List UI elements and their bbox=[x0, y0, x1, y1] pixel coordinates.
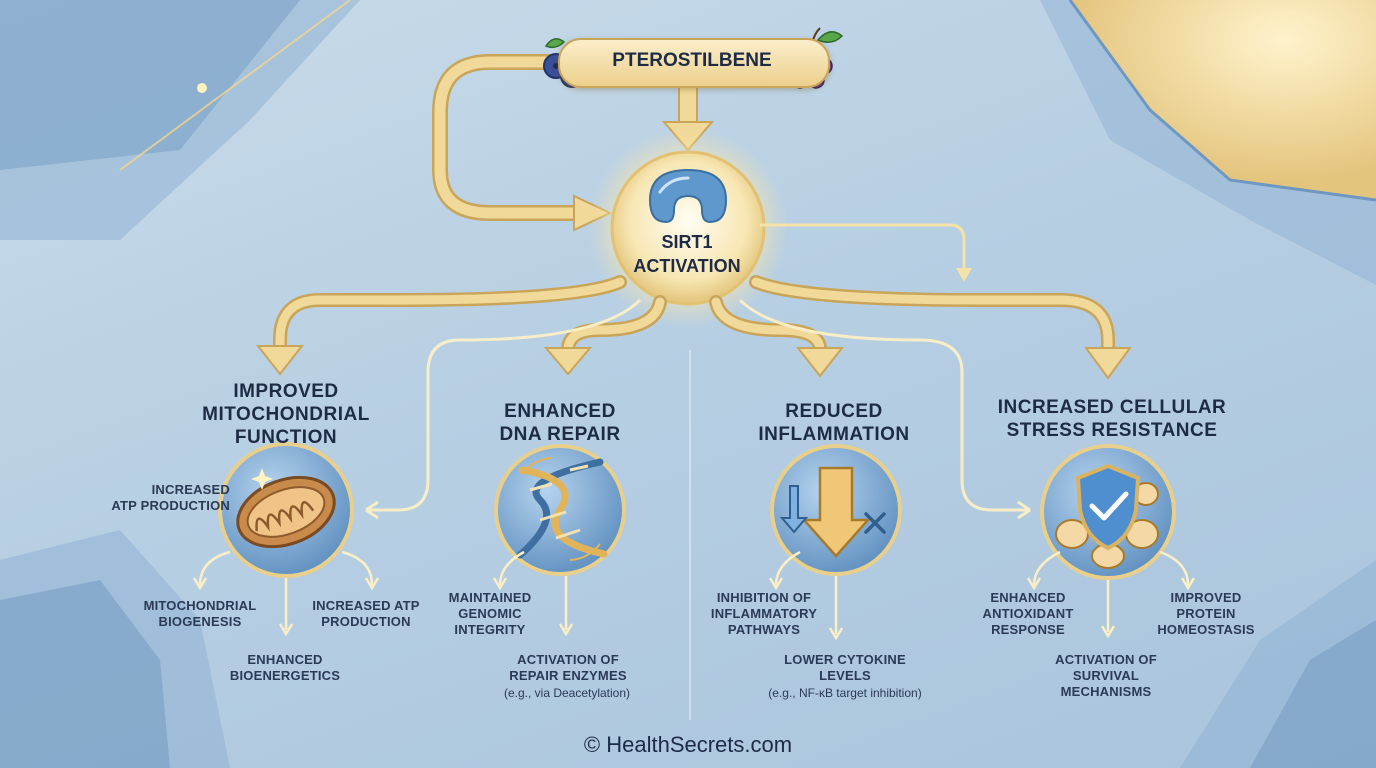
outcome-mito-2: MITOCHONDRIAL BIOGENESIS bbox=[143, 598, 257, 629]
outcome-mito-1: INCREASED ATP PRODUCTION bbox=[111, 482, 230, 513]
outcome-dna-2: ACTIVATION OF REPAIR ENZYMES bbox=[509, 652, 627, 683]
outcome-inflam-2: LOWER CYTOKINE LEVELS bbox=[784, 652, 906, 683]
title-pill bbox=[558, 38, 830, 88]
sirt1-label: SIRT1 ACTIVATION bbox=[633, 232, 741, 276]
outcome-dna-1: MAINTAINED GENOMIC INTEGRITY bbox=[448, 590, 532, 637]
branch-icon-inflammation bbox=[770, 444, 902, 576]
branch-icon-dna bbox=[494, 444, 626, 576]
branch-icon-stress-resistance bbox=[1040, 444, 1176, 580]
copyright-footer: © HealthSecrets.com bbox=[583, 732, 793, 757]
outcome-inflam-1: INHIBITION OF INFLAMMATORY PATHWAYS bbox=[710, 590, 818, 637]
outcome-mito-4: ENHANCED BIOENERGETICS bbox=[229, 652, 341, 683]
branch-heading-stress-resistance: INCREASED CELLULAR STRESS RESISTANCE bbox=[997, 397, 1227, 441]
outcome-arrows bbox=[192, 550, 1196, 641]
sirt1-protein-icon bbox=[648, 168, 728, 224]
outcome-stress-1: ENHANCED ANTIOXIDANT RESPONSE bbox=[982, 590, 1074, 637]
branch-icon-mitochondria bbox=[218, 442, 354, 578]
note-dna: (e.g., via Deacetylation) bbox=[503, 686, 631, 700]
title: PTEROSTILBENE bbox=[612, 50, 772, 71]
note-inflammation: (e.g., NF-κB target inhibition) bbox=[768, 686, 922, 700]
branch-heading-inflammation: REDUCED INFLAMMATION bbox=[758, 401, 910, 445]
outcome-mito-3: INCREASED ATP PRODUCTION bbox=[312, 598, 420, 629]
branch-heading-mitochondria: IMPROVED MITOCHONDRIAL FUNCTION bbox=[202, 381, 370, 448]
sirt1-node bbox=[588, 128, 788, 328]
glow-connectors bbox=[365, 298, 1031, 520]
branch-heading-dna-repair: ENHANCED DNA REPAIR bbox=[499, 401, 621, 445]
outcome-stress-2: IMPROVED PROTEIN HOMEOSTASIS bbox=[1157, 590, 1255, 637]
branch-arrows bbox=[255, 223, 1132, 380]
outcome-stress-3: ACTIVATION OF SURVIVAL MECHANISMS bbox=[1055, 652, 1157, 699]
